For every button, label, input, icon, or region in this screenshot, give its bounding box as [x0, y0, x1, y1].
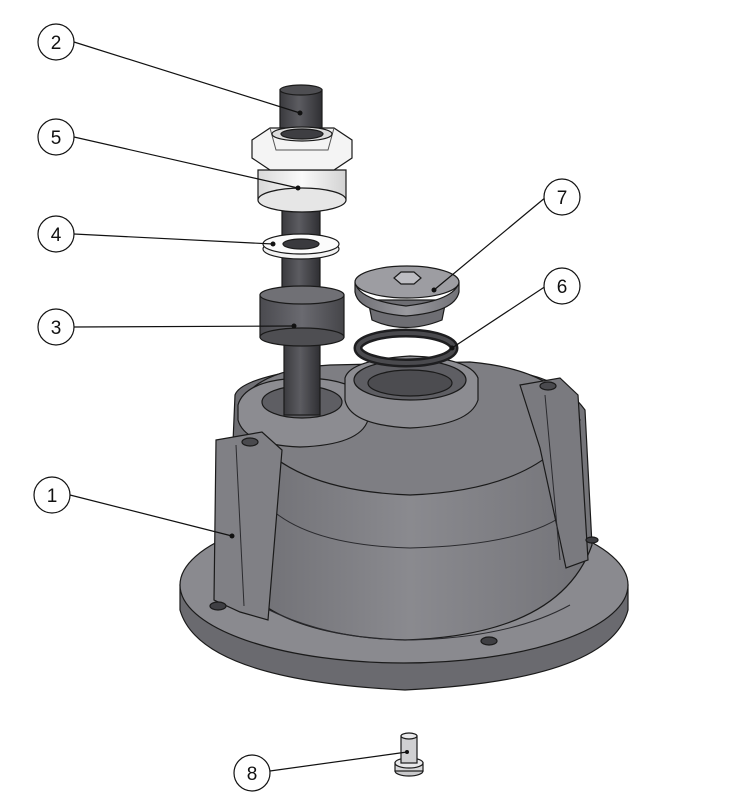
callout-label: 6 [557, 277, 568, 298]
leader-line-5 [73, 136, 299, 189]
callout-1: 1 [33, 476, 71, 514]
housing-flange-hole [480, 636, 498, 646]
screw [394, 732, 424, 777]
leader-line-8 [269, 751, 408, 772]
leader-line-6 [451, 285, 547, 349]
plug [354, 265, 460, 329]
callout-label: 1 [47, 486, 58, 507]
callout-4: 4 [37, 215, 75, 253]
callout-8: 8 [233, 754, 271, 792]
leader-line-7 [433, 196, 547, 291]
bushing [259, 285, 345, 347]
leader-line-3 [73, 325, 295, 328]
housing-ridge [261, 499, 571, 549]
callout-label: 4 [51, 225, 62, 246]
o-ring [353, 328, 459, 368]
callout-2: 2 [37, 23, 75, 61]
housing [179, 355, 629, 691]
callout-7: 7 [543, 178, 581, 216]
hex-socket-icon [393, 271, 422, 285]
callout-label: 2 [51, 33, 62, 54]
housing-right-rib [519, 377, 589, 569]
leader-line-2 [73, 41, 301, 114]
callout-3: 3 [37, 308, 75, 346]
housing-flange-hole [209, 601, 227, 611]
leader-lines [69, 41, 547, 772]
callout-label: 5 [51, 128, 62, 149]
callout-6: 6 [543, 267, 581, 305]
callout-5: 5 [37, 118, 75, 156]
leader-line-4 [73, 233, 274, 245]
callout-label: 3 [51, 318, 62, 339]
leader-endpoints [229, 110, 455, 539]
callout-label: 8 [247, 764, 258, 785]
washer [262, 233, 340, 260]
callout-label: 7 [557, 188, 568, 209]
hex-nut [251, 126, 353, 213]
housing-flange-hole [585, 536, 599, 544]
leader-line-1 [69, 494, 233, 537]
housing-left-rib [213, 431, 283, 621]
